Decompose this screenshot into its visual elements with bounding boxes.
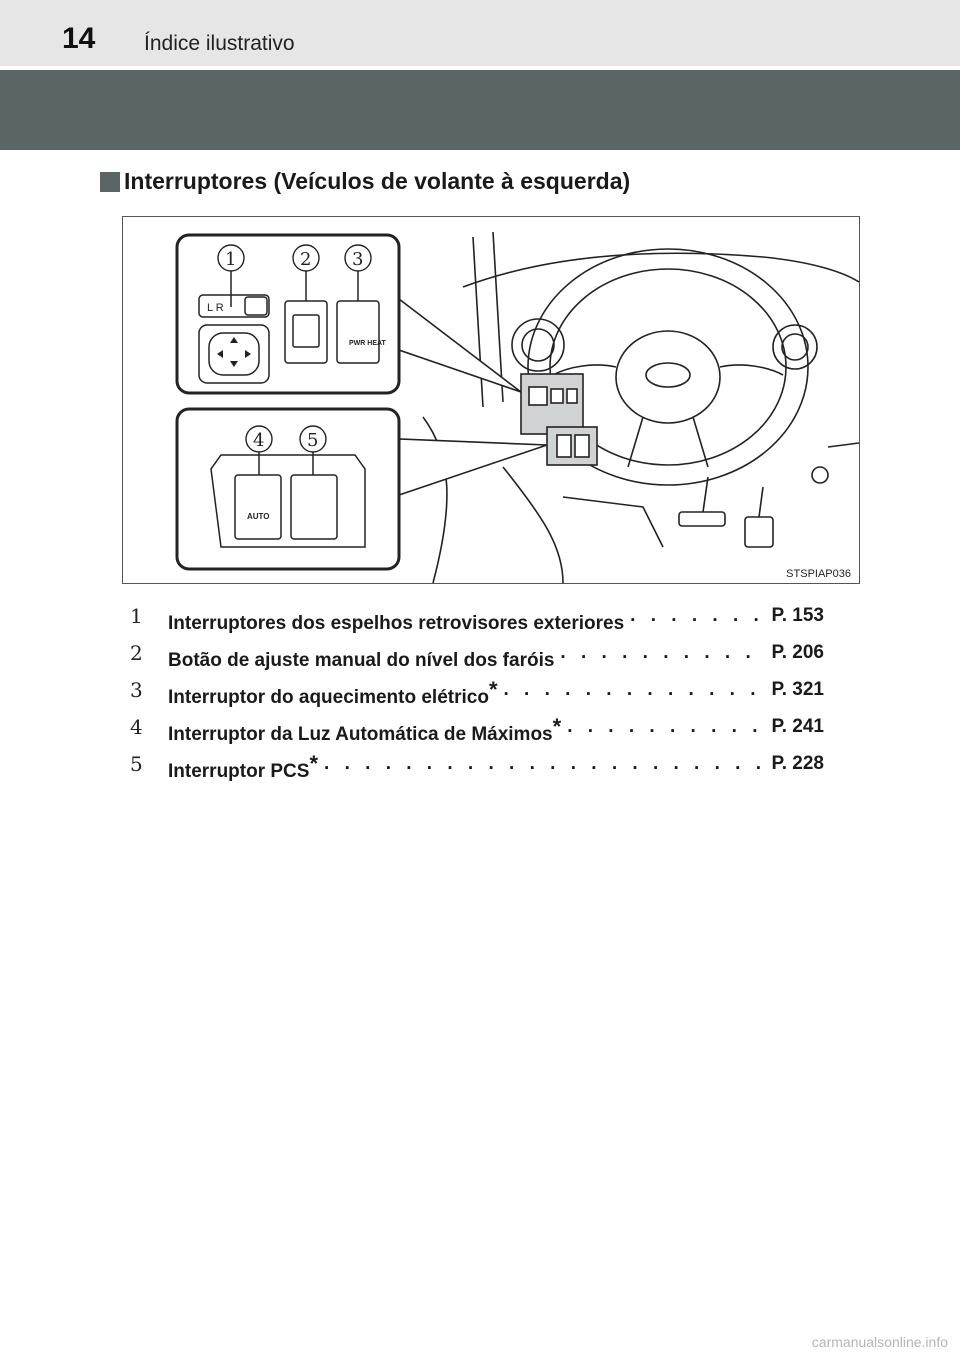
- dash-top-line: [462, 252, 859, 288]
- header-band: [0, 70, 960, 150]
- leader-dots: . . . . . . . . . . . . . . . . . . . . …: [567, 716, 765, 737]
- mirror-joystick: [198, 324, 270, 384]
- pwr-heat-label: PWR HEAT: [349, 340, 387, 347]
- callout-3: [344, 244, 372, 272]
- page-header: 14 Índice ilustrativo: [0, 0, 960, 66]
- item-label: Interruptor da Luz Automática de Máximos…: [168, 714, 562, 746]
- section-title: Índice ilustrativo: [144, 32, 295, 55]
- item-number: 4: [130, 715, 143, 739]
- list-item: 1 Interruptores dos espelhos retrovisore…: [130, 604, 824, 641]
- item-page-ref[interactable]: P. 321: [771, 679, 824, 700]
- list-item: 2 Botão de ajuste manual do nível dos fa…: [130, 641, 824, 678]
- callout-box-upper: [175, 233, 401, 395]
- leader-wedge-upper: [398, 297, 522, 393]
- auto-high-beam-switch: [234, 474, 282, 540]
- switches-illustration: L R PWR HEAT AUTO 1 2 3 4 5 STSPIAP036: [122, 216, 860, 584]
- section-heading: Interruptores (Veículos de volante à esq…: [100, 168, 630, 195]
- lower-switch-bezel: [210, 454, 366, 548]
- item-label: Interruptor do aquecimento elétrico*: [168, 677, 498, 709]
- leader-dots: . . . . . . . . . . . . . . . . . . . . …: [503, 679, 766, 700]
- figure-code: STSPIAP036: [784, 568, 853, 580]
- list-item: 3 Interruptor do aquecimento elétrico* .…: [130, 678, 824, 715]
- pedal-left: [678, 511, 726, 527]
- list-item: 4 Interruptor da Luz Automática de Máxim…: [130, 715, 824, 752]
- item-page-ref[interactable]: P. 228: [771, 753, 824, 774]
- pcs-switch: [290, 474, 338, 540]
- leader-dots: . . . . . . . . . . . . . . . . . . . . …: [324, 753, 766, 774]
- leader-dots: . . . . . . . . . . . . . . . . . . . . …: [630, 605, 765, 626]
- list-item: 5 Interruptor PCS* . . . . . . . . . . .…: [130, 752, 824, 789]
- dashboard-drawing: L R PWR HEAT AUTO 1 2 3 4 5: [175, 231, 859, 583]
- gauge-right: [772, 324, 818, 370]
- callout-5: [299, 425, 327, 453]
- heading-text: Interruptores (Veículos de volante à esq…: [124, 168, 631, 194]
- callout-box-lower: [175, 407, 401, 571]
- svg-text:4: 4: [253, 430, 264, 451]
- pedal-right: [744, 516, 774, 548]
- mirror-lr-label: L R: [207, 302, 224, 314]
- item-label: Interruptor PCS*: [168, 751, 319, 783]
- callout-2: [292, 244, 320, 272]
- item-page-ref[interactable]: P. 241: [771, 716, 824, 737]
- item-number: 1: [130, 604, 143, 628]
- door-line: [422, 416, 448, 583]
- page-number: 14: [62, 22, 96, 55]
- item-label: Botão de ajuste manual do nível dos faró…: [168, 650, 555, 671]
- callout-4: [245, 425, 273, 453]
- steering-spoke-right: [719, 364, 784, 376]
- item-number: 5: [130, 752, 143, 776]
- heading-square-icon: [100, 171, 120, 192]
- item-number: 2: [130, 641, 143, 665]
- steering-logo: [645, 362, 691, 388]
- auto-label: AUTO: [247, 512, 270, 521]
- item-label: Interruptores dos espelhos retrovisores …: [168, 613, 625, 634]
- steering-wheel-outer: [527, 248, 809, 486]
- item-page-ref[interactable]: P. 206: [771, 642, 824, 663]
- steering-spoke-left: [552, 364, 617, 376]
- item-page-ref[interactable]: P. 153: [771, 605, 824, 626]
- leader-wedge-lower: [398, 438, 548, 497]
- steering-hub: [615, 330, 721, 424]
- svg-text:5: 5: [307, 430, 318, 451]
- leader-dots: . . . . . . . . . . . . . . . . . . . . …: [560, 642, 765, 663]
- steering-spoke-bottom: [627, 416, 709, 468]
- svg-text:2: 2: [300, 249, 311, 270]
- svg-text:1: 1: [225, 249, 236, 270]
- watermark: carmanualsonline.info: [811, 1334, 948, 1350]
- item-number: 3: [130, 678, 143, 702]
- gauge-left: [511, 318, 565, 372]
- mirror-lr-switch: [198, 294, 270, 318]
- item-list: 1 Interruptores dos espelhos retrovisore…: [130, 604, 824, 789]
- svg-text:3: 3: [352, 249, 363, 270]
- callout-1: [217, 244, 245, 272]
